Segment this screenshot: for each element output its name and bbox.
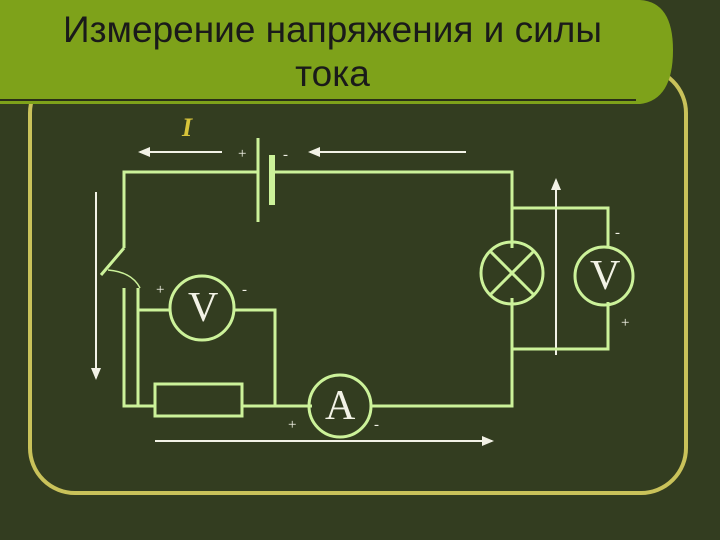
ammeter-symbol: A [325,383,356,429]
voltmeter-left-circle [168,274,236,342]
title-line-1: Измерение напряжения и силы [63,9,602,50]
voltmeter-left-symbol: V [188,285,219,331]
voltmeter-left-plus-label: + [156,282,165,298]
lamp [479,240,545,306]
ammeter-minus-label: - [374,417,379,433]
voltmeter-right-circle [573,245,635,307]
battery-minus-label: - [283,147,288,163]
circuit-wires [122,170,610,408]
title-bar [0,0,673,104]
ammeter-circle [307,373,373,439]
current-label: I [182,113,193,142]
voltmeter-left-minus-label: - [242,282,247,298]
resistor [153,382,244,418]
page-title: Измерение напряжения и силы тока [0,8,665,96]
slide-frame [28,66,688,495]
voltmeter-right-minus-label: - [615,225,620,241]
voltmeter-right-plus-label: + [621,315,630,331]
voltmeter-right-symbol: V [590,253,621,299]
title-line-2: тока [295,53,370,94]
switch-contact [107,269,141,289]
switch-blade [99,247,126,276]
battery-plus-label: + [238,146,247,162]
ammeter-plus-label: + [288,417,297,433]
